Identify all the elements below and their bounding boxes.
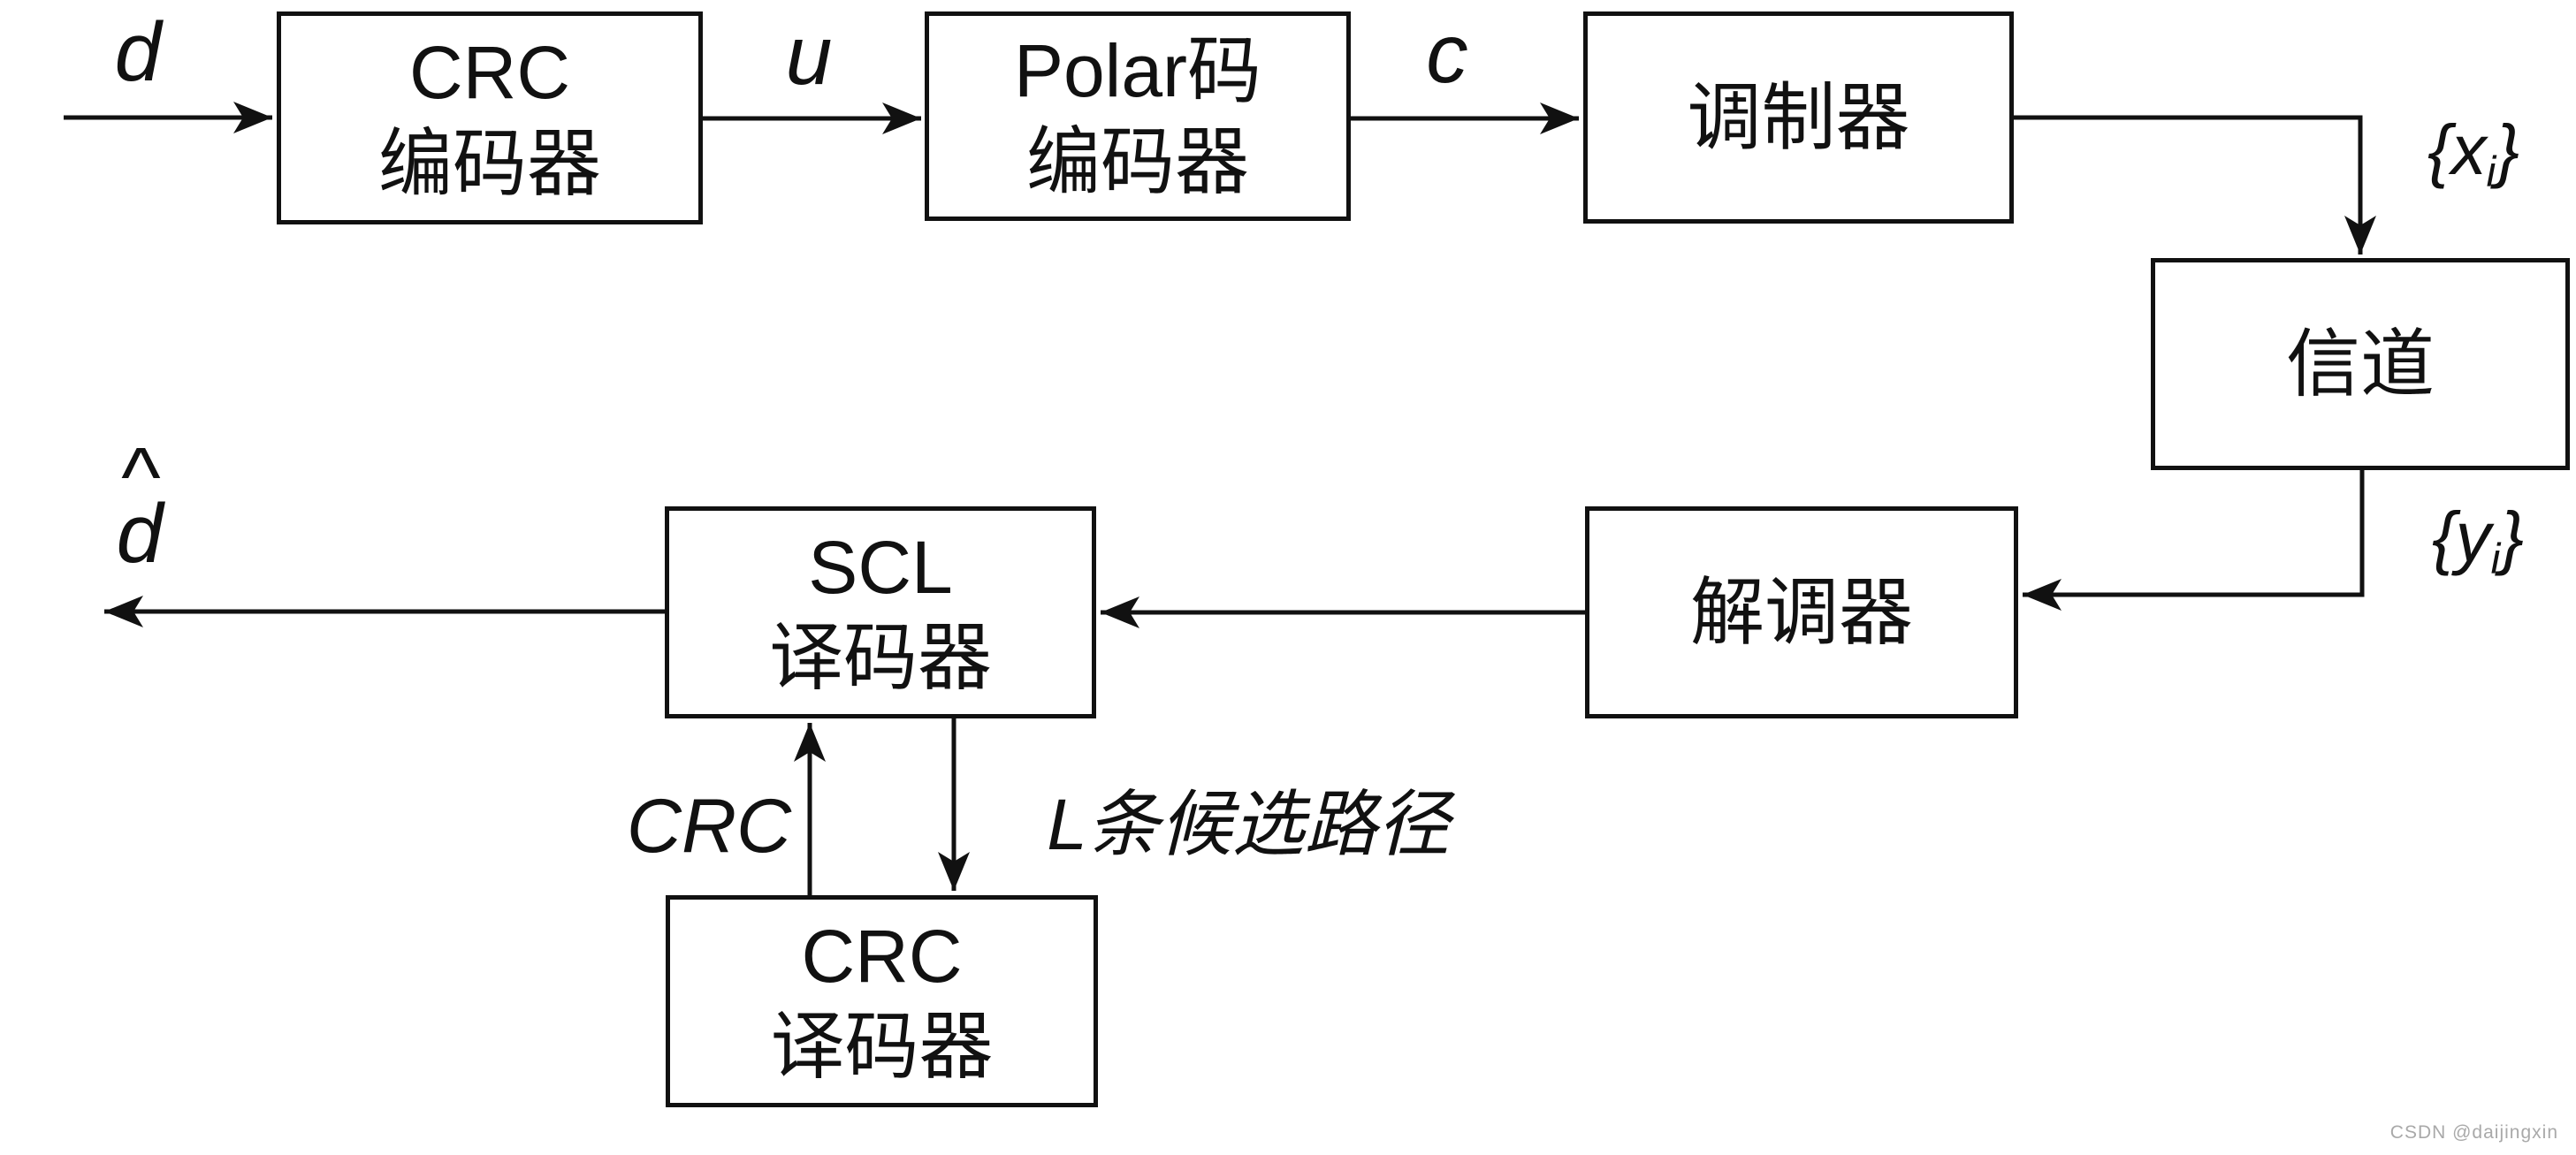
label-input-d: d [114, 5, 162, 99]
crc-encoder-box: CRC 编码器 [277, 11, 703, 224]
label-output-d-hat: ^ d [116, 430, 164, 581]
label-x-sequence: {xi} [2427, 115, 2519, 194]
label-x-subscript: i [2486, 148, 2496, 196]
label-u: u [785, 9, 833, 103]
modulator-label: 调制器 [1687, 75, 1910, 159]
label-l-candidate-paths: L条候选路径 [1047, 785, 1450, 865]
arrow-modulator-to-channel [2014, 115, 2376, 255]
label-x-open: {x [2427, 110, 2487, 189]
arrow-channel-to-demodulator [2023, 470, 2365, 611]
label-output-hat-glyph: ^ [119, 430, 160, 524]
crc-encoder-label-line2: 编码器 [377, 121, 601, 205]
scl-decoder-label-line1: SCL [808, 525, 953, 609]
label-y-close: } [2500, 498, 2525, 576]
crc-decoder-box: CRC 译码器 [666, 895, 1098, 1107]
label-y-subscript: i [2490, 536, 2501, 583]
crc-decoder-label-line2: 译码器 [770, 1005, 994, 1088]
label-y-open: {y [2431, 498, 2491, 576]
label-crc-feedback: CRC [626, 784, 792, 869]
label-c: c [1426, 7, 1468, 101]
crc-decoder-label-line1: CRC [801, 914, 963, 998]
demodulator-box: 解调器 [1585, 506, 2018, 718]
modulator-box: 调制器 [1583, 11, 2014, 224]
label-y-sequence: {yi} [2432, 502, 2524, 581]
polar-encoder-box: Polar码 编码器 [925, 11, 1351, 221]
label-x-close: } [2496, 110, 2520, 189]
polar-encoder-label-line1: Polar码 [1013, 29, 1262, 113]
polar-encoder-label-line2: 编码器 [1025, 119, 1249, 203]
scl-decoder-box: SCL 译码器 [665, 506, 1096, 718]
demodulator-label: 解调器 [1689, 570, 1913, 654]
channel-label: 信道 [2285, 322, 2435, 406]
crc-encoder-label-line1: CRC [409, 31, 570, 115]
label-output-d-glyph: d [116, 487, 164, 581]
watermark-text: CSDN @daijingxin [2389, 1122, 2558, 1143]
channel-box: 信道 [2151, 258, 2570, 470]
scl-decoder-label-line2: 译码器 [768, 616, 992, 699]
